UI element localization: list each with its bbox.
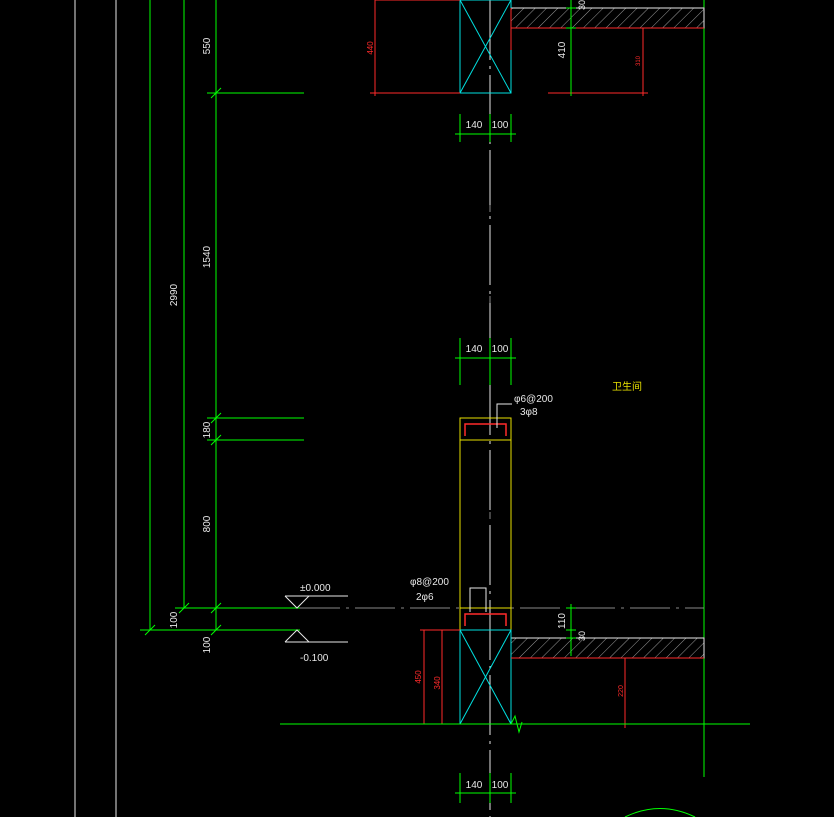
horizontal-dims-bottom: [455, 773, 516, 803]
lower-red-dim-texts: 450 340 220: [414, 670, 625, 697]
dim-450: 450: [414, 670, 423, 684]
dim-30-lower: 30: [577, 631, 587, 641]
dim-100-bottom: 100: [492, 780, 509, 791]
dim-180: 180: [202, 421, 213, 438]
border-lines: [74, 0, 117, 817]
dim-140-top: 140: [466, 120, 483, 131]
dim-30-upper: 30: [577, 0, 587, 10]
elevation-marker-floor: [284, 595, 348, 609]
break-mark: [510, 714, 523, 734]
horizontal-dims-top: [455, 114, 516, 142]
elevation-marker-ground: [284, 629, 348, 643]
upper-slab-dim-texts: 410 30: [557, 0, 587, 58]
upper-red-dimensions: [370, 0, 704, 96]
dim-2990: 2990: [169, 283, 180, 306]
dim-410: 410: [557, 41, 568, 58]
lower-rebar-detail: [464, 613, 507, 626]
upper-rebar-leader: [496, 403, 512, 428]
dim-110: 110: [557, 613, 568, 629]
rebar-lower-stirrup: φ8@200: [410, 577, 449, 588]
dim-100-left: 100: [169, 611, 180, 628]
dim-310: 310: [636, 55, 642, 66]
dim-550: 550: [202, 37, 213, 54]
upper-slab-dimensions: [566, 0, 576, 96]
upper-red-dim-texts: 440 310: [366, 41, 642, 66]
lower-slab-dim-texts: 110 30: [557, 613, 587, 641]
lower-slab: [510, 637, 705, 659]
horizontal-dims-middle: [455, 338, 516, 385]
dim-220: 220: [618, 685, 625, 697]
dim-140-bottom: 140: [466, 780, 483, 791]
room-label: 卫生间: [612, 380, 642, 393]
elevation-floor: ±0.000: [300, 583, 331, 594]
vertical-dimension-chain: [140, 0, 304, 636]
dim-100-lower: 100: [202, 636, 213, 653]
elevation-ground: -0.100: [300, 653, 329, 664]
rebar-upper-stirrup: φ6@200: [514, 394, 553, 405]
dim-140-middle: 140: [466, 344, 483, 355]
dim-440: 440: [366, 41, 375, 55]
rebar-lower-bars: 2φ6: [416, 592, 434, 603]
grid-bubble-partial: [624, 808, 696, 817]
lower-rebar-leader: [469, 587, 487, 612]
upper-rebar-detail: [464, 423, 507, 436]
dim-800: 800: [202, 515, 213, 532]
upper-slab: [510, 7, 705, 29]
lower-slab-dimensions: [566, 604, 576, 656]
vertical-dimension-texts: 550 1540 2990 180 800 100 100: [169, 37, 213, 653]
dim-100-middle: 100: [492, 344, 509, 355]
dim-1540: 1540: [202, 245, 213, 268]
dim-100-top: 100: [492, 120, 509, 131]
dim-340: 340: [433, 676, 442, 690]
rebar-upper-bars: 3φ8: [520, 407, 538, 418]
